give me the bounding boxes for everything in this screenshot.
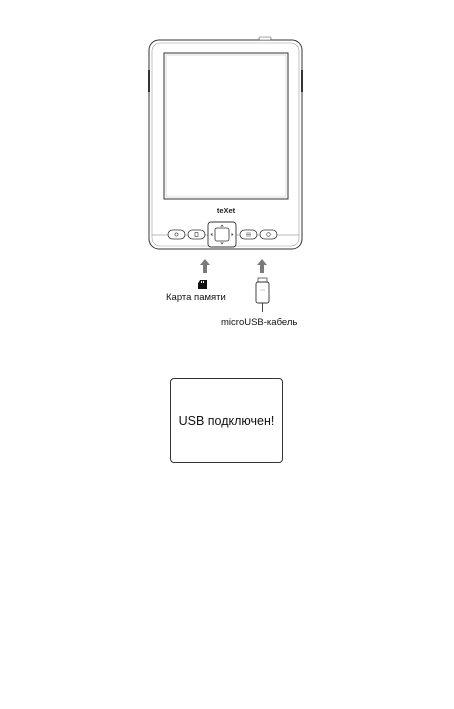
usb-connected-message: USB подключен! bbox=[179, 414, 275, 428]
status-screen: USB подключен! bbox=[170, 378, 283, 463]
power-button[interactable] bbox=[259, 37, 271, 40]
up-arrow-icon bbox=[200, 259, 210, 273]
up-arrow-icon bbox=[257, 259, 267, 273]
memory-card-label: Карта памяти bbox=[166, 292, 226, 303]
microsd-card-icon bbox=[198, 280, 207, 289]
brand-logo: teXet bbox=[217, 206, 236, 215]
usb-cable-label: microUSB-кабель bbox=[221, 317, 297, 328]
back-button[interactable] bbox=[188, 230, 205, 239]
device-screen bbox=[164, 53, 288, 199]
home-button[interactable] bbox=[168, 230, 185, 239]
ebook-reader-device: teXet bbox=[149, 37, 302, 249]
usb-plug-icon bbox=[256, 278, 269, 312]
d-pad-icon[interactable] bbox=[208, 222, 236, 247]
zoom-button[interactable] bbox=[260, 230, 277, 239]
